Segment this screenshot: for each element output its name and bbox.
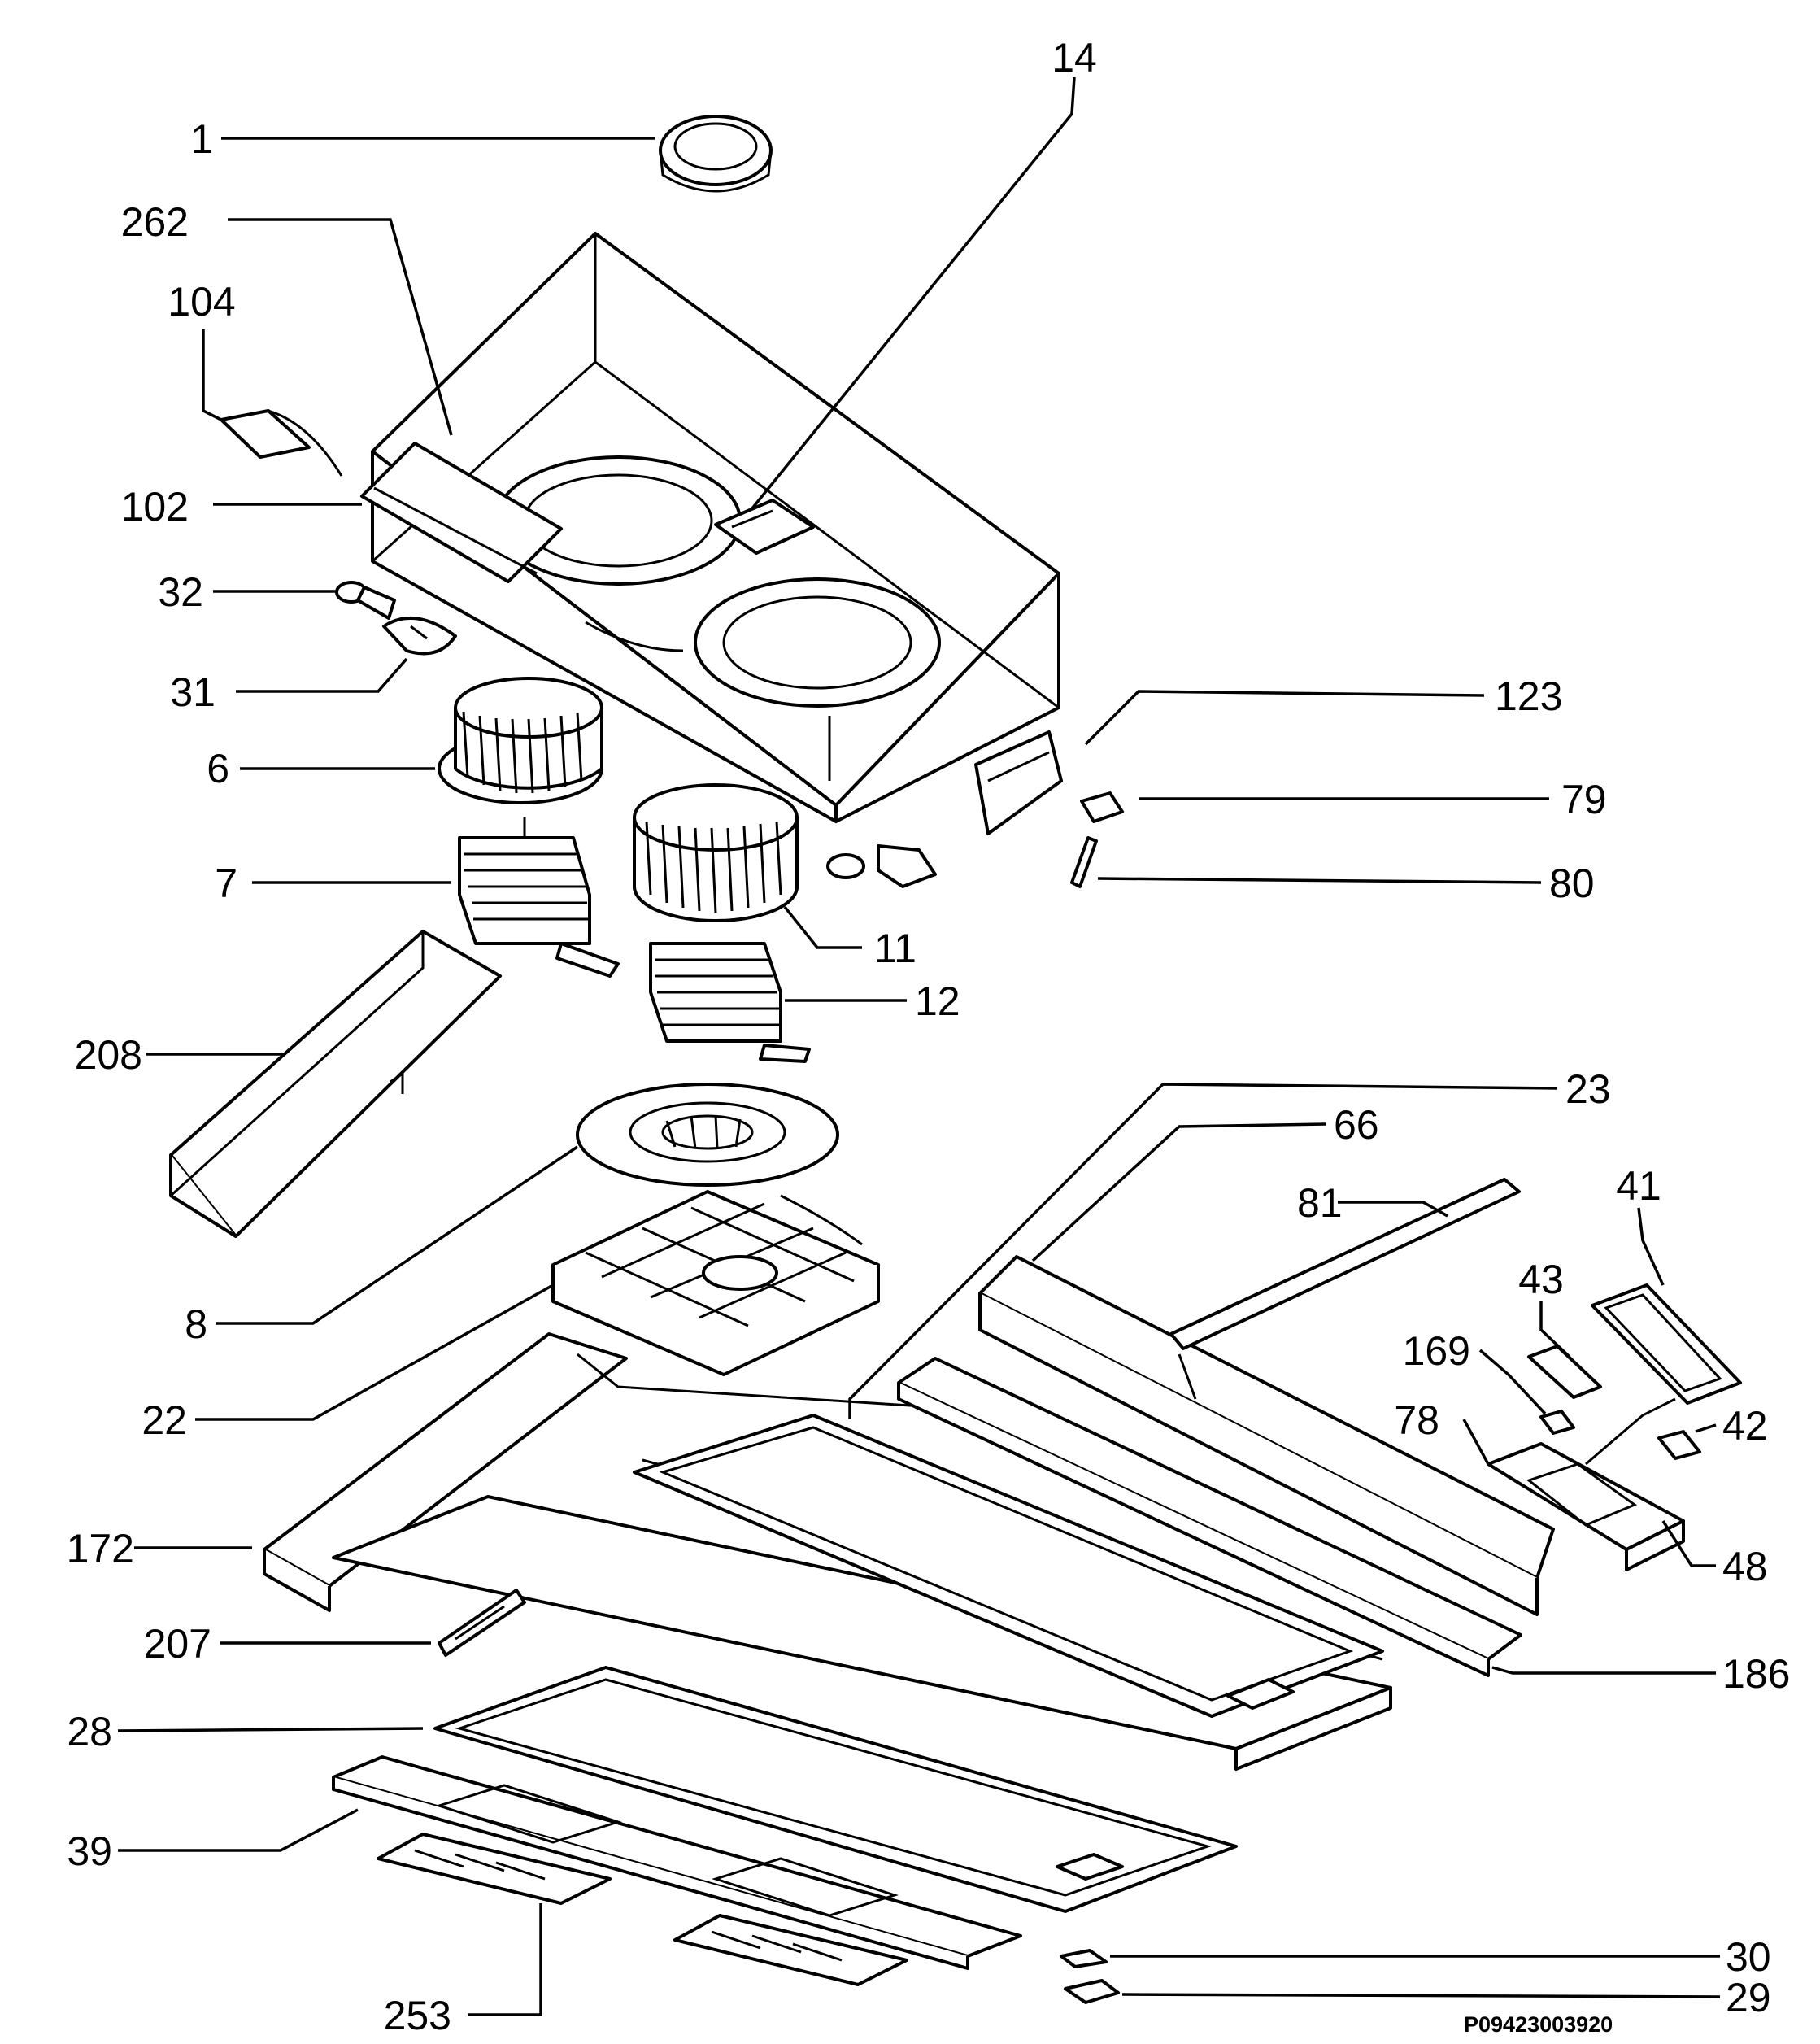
- callout-14: 14: [1052, 35, 1097, 81]
- cable-connector: [826, 844, 937, 888]
- callout-31: 31: [170, 669, 216, 715]
- part-186-rail: [897, 1357, 1522, 1677]
- part-6-fan-wheel: [438, 677, 603, 804]
- callout-123: 123: [1495, 673, 1562, 719]
- part-208-channel: [169, 930, 502, 1238]
- callout-23: 23: [1565, 1066, 1611, 1112]
- part-207-grille: [438, 1589, 526, 1657]
- part-79-clip: [1080, 791, 1124, 823]
- callout-80: 80: [1549, 861, 1595, 906]
- part-39-bottom-plate: [332, 1755, 1022, 1970]
- callout-8: 8: [185, 1301, 207, 1347]
- part-253-filter-left: [377, 1833, 612, 1905]
- part-172-trim: [263, 1332, 936, 1612]
- part-123-bracket: [974, 730, 1063, 835]
- main-panel: [332, 1458, 1392, 1771]
- callout-42: 42: [1722, 1403, 1768, 1449]
- part-41-control-panel: [1591, 1283, 1742, 1405]
- callout-43: 43: [1518, 1257, 1564, 1302]
- callout-41: 41: [1616, 1163, 1661, 1209]
- part-11-fan-wheel: [633, 783, 799, 922]
- part-23-frame: [633, 1414, 1384, 1718]
- callout-207: 207: [144, 1621, 211, 1667]
- callout-48: 48: [1722, 1544, 1768, 1589]
- callout-81: 81: [1297, 1180, 1343, 1226]
- callout-78: 78: [1394, 1397, 1439, 1443]
- part-42-switch: [1657, 1430, 1701, 1460]
- callout-1: 1: [190, 116, 213, 162]
- callout-102: 102: [121, 484, 189, 530]
- callout-186: 186: [1722, 1651, 1790, 1697]
- callout-208: 208: [75, 1032, 142, 1078]
- part-30-clip: [1060, 1949, 1108, 1968]
- part-253-filter-right: [673, 1914, 908, 1986]
- part-66-slider: [978, 1255, 1555, 1616]
- part-8-fan-plate: [576, 1083, 839, 1187]
- part-7-motor: [458, 817, 620, 978]
- callout-12: 12: [915, 978, 960, 1024]
- callout-253: 253: [384, 1993, 451, 2038]
- callout-262: 262: [121, 199, 189, 245]
- part-28-glass: [433, 1666, 1238, 1913]
- part-22-filter-box: [551, 1190, 880, 1376]
- document-code: P09423003920: [1464, 2012, 1613, 2037]
- part-169-clip: [1539, 1410, 1575, 1435]
- callout-22: 22: [142, 1397, 187, 1443]
- callout-66: 66: [1334, 1102, 1379, 1148]
- part-102-frame: [360, 442, 563, 583]
- callout-172: 172: [67, 1526, 134, 1571]
- callout-6: 6: [207, 746, 229, 791]
- callout-29: 29: [1726, 1975, 1771, 2020]
- callout-11: 11: [874, 926, 917, 971]
- callout-30: 30: [1726, 1934, 1771, 1980]
- part-81-rod-rail: [1169, 1178, 1521, 1400]
- callout-39: 39: [67, 1828, 112, 1874]
- callout-32: 32: [158, 569, 203, 615]
- callout-169: 169: [1403, 1328, 1470, 1374]
- part-80-rod: [1070, 836, 1098, 888]
- part-32-bulb: [335, 581, 396, 620]
- part-43-cover: [1527, 1345, 1602, 1399]
- callout-79: 79: [1561, 777, 1607, 822]
- callout-7: 7: [215, 861, 237, 906]
- part-12-motor: [649, 942, 811, 1063]
- callout-104: 104: [168, 279, 235, 325]
- leader-lines: [117, 76, 1721, 2016]
- part-31-lamp-holder: [382, 617, 457, 656]
- part-104-cover: [220, 409, 343, 477]
- callout-28: 28: [67, 1709, 112, 1754]
- part-1-collar: [659, 115, 773, 193]
- part-29-clip: [1064, 1979, 1120, 2004]
